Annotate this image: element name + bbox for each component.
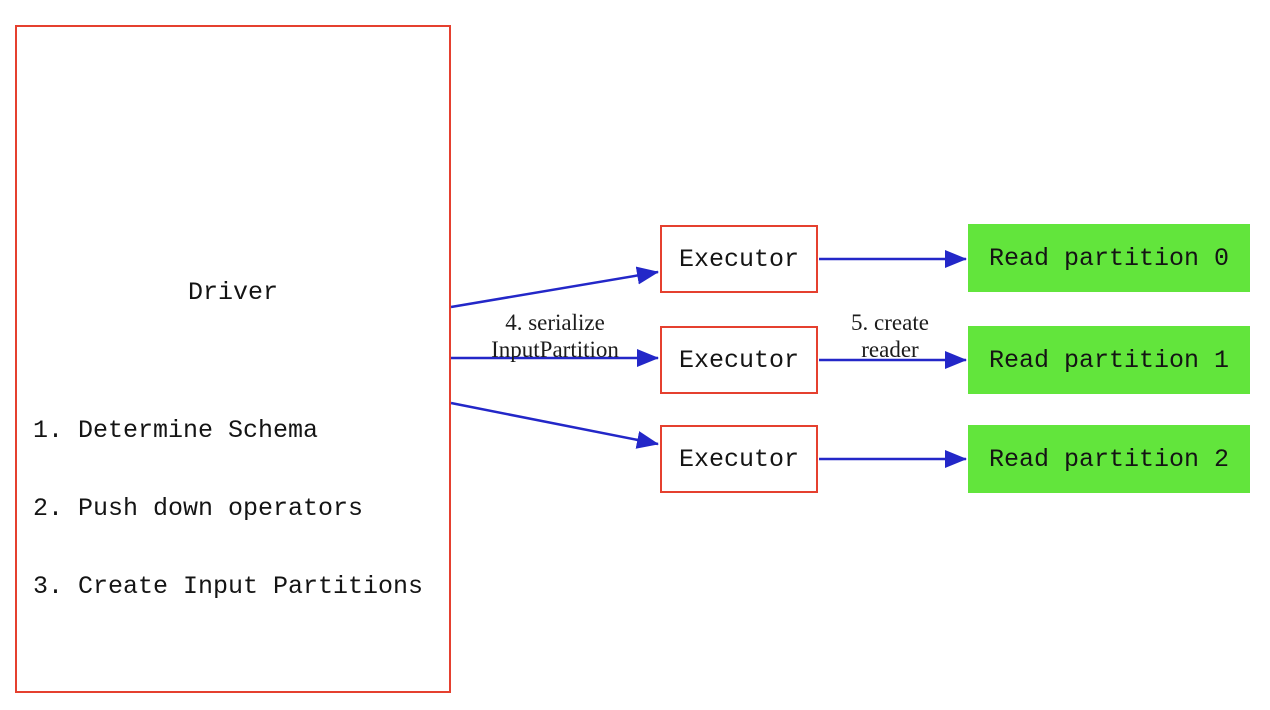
read-partition-box-0: Read partition 0: [968, 224, 1250, 292]
driver-step-3: 3. Create Input Partitions: [33, 572, 424, 601]
executor-label-2: Executor: [678, 444, 800, 474]
read-partition-label-0: Read partition 0: [988, 243, 1230, 273]
edge-label-reader-line1: 5. create: [851, 310, 929, 335]
driver-step-2: 2. Push down operators: [33, 494, 364, 523]
executor-box-0: Executor: [660, 225, 818, 293]
read-partition-box-2: Read partition 2: [968, 425, 1250, 493]
read-partition-label-2: Read partition 2: [988, 444, 1230, 474]
driver-box: Driver 1. Determine Schema 2. Push down …: [15, 25, 451, 693]
executor-label-0: Executor: [678, 244, 800, 274]
edge-label-create-reader: 5. create reader: [780, 309, 1000, 363]
read-partition-box-1: Read partition 1: [968, 326, 1250, 394]
edge-label-serialize-line2: InputPartition: [491, 337, 619, 362]
edge-label-serialize-line1: 4. serialize: [505, 310, 605, 335]
executor-label-1: Executor: [678, 345, 800, 375]
edge-label-reader-line2: reader: [861, 337, 919, 362]
edge-label-serialize-inputpartition: 4. serialize InputPartition: [445, 309, 665, 363]
driver-title: Driver: [187, 278, 278, 307]
executor-box-2: Executor: [660, 425, 818, 493]
driver-step-1: 1. Determine Schema: [33, 416, 319, 445]
driver-steps-list: 1. Determine Schema 2. Push down operato…: [33, 366, 423, 652]
arrow-driver-to-executor-0: [450, 266, 659, 309]
read-partition-label-1: Read partition 1: [988, 345, 1230, 375]
executor-box-1: Executor: [660, 326, 818, 394]
arrow-driver-to-executor-2: [450, 401, 659, 449]
